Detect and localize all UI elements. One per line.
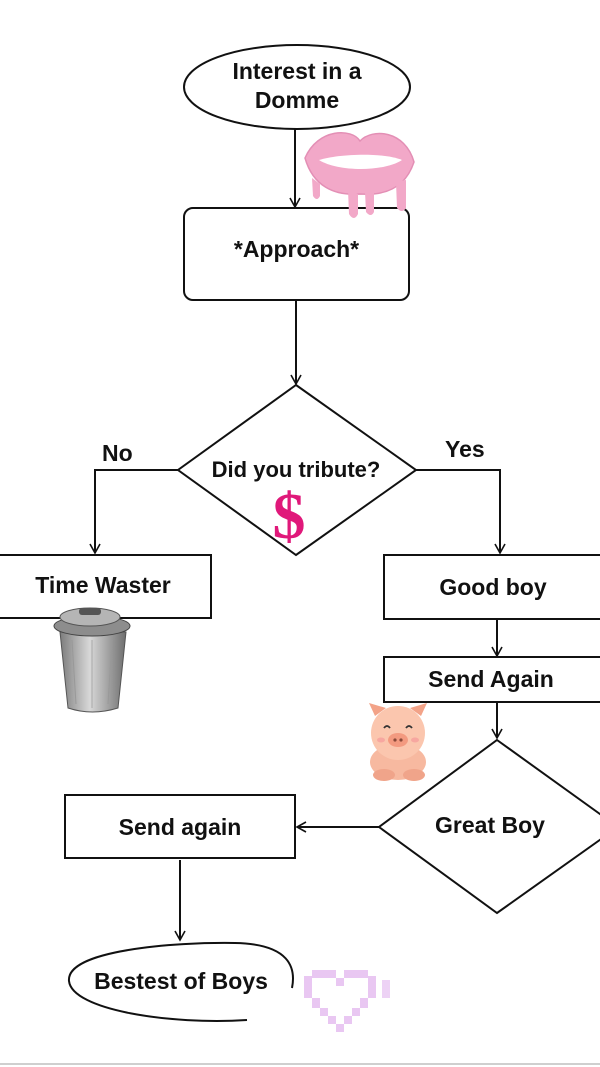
dollar-icon: $ bbox=[273, 480, 306, 553]
good-boy-node bbox=[383, 554, 600, 620]
good-boy-label: Good boy bbox=[439, 574, 547, 600]
lips-sticker bbox=[304, 131, 415, 218]
yes-label: Yes bbox=[445, 436, 485, 462]
decision-node bbox=[176, 383, 418, 557]
decision-label: Did you tribute? bbox=[211, 457, 381, 482]
end-label: Bestest of Boys bbox=[94, 968, 268, 994]
time-waster-node bbox=[0, 554, 212, 619]
edge-yes bbox=[416, 469, 506, 555]
send-again-label: Send Again bbox=[428, 666, 554, 692]
send-again-node bbox=[383, 656, 600, 703]
no-label: No bbox=[102, 440, 133, 466]
end-node bbox=[67, 941, 294, 1022]
shapes bbox=[0, 44, 600, 1022]
connectors bbox=[89, 128, 506, 942]
great-boy-label: Great Boy bbox=[435, 812, 545, 838]
time-waster-label: Time Waster bbox=[35, 572, 171, 598]
approach-node bbox=[183, 207, 410, 301]
start-node bbox=[183, 44, 411, 130]
pig-sticker bbox=[369, 703, 427, 781]
great-boy-node bbox=[377, 738, 600, 915]
approach-label: *Approach* bbox=[233, 236, 360, 262]
send-again-2-node bbox=[64, 794, 296, 859]
send-again-2-label: Send again bbox=[118, 814, 242, 840]
trash-can-sticker bbox=[53, 607, 131, 713]
pixel-heart-sticker bbox=[304, 970, 390, 1032]
start-label: Interest in a Domme bbox=[232, 58, 362, 113]
edge-no bbox=[89, 469, 178, 555]
